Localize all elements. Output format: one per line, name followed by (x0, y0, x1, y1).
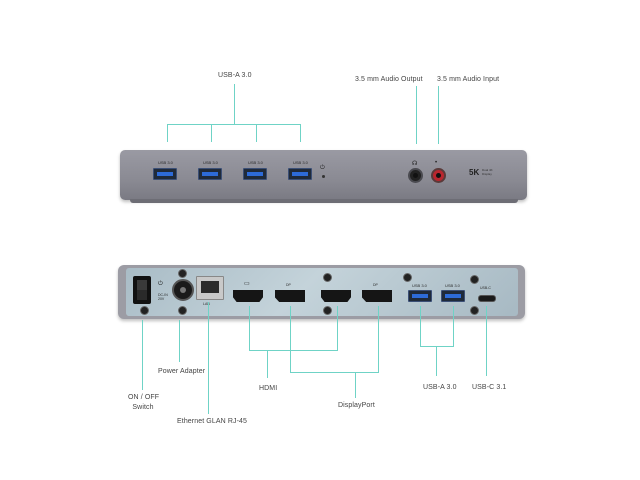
leader-line (337, 306, 338, 350)
leader-line (142, 320, 143, 390)
leader-line (179, 320, 180, 362)
leader-line (290, 372, 379, 373)
brand-5k-logo: 5K (469, 168, 480, 177)
displayport-port-1 (275, 290, 305, 302)
leader-line (420, 306, 421, 346)
hdmi-label: HDMI (259, 385, 278, 392)
port-tag: USB 3.0 (293, 160, 308, 165)
leader-line (208, 302, 209, 414)
front-usb-port-2 (198, 168, 222, 180)
leader-line (167, 124, 168, 142)
front-usb-port-1 (153, 168, 177, 180)
port-tag: LAN (203, 302, 210, 306)
leader-line (234, 84, 235, 124)
usb-c-label: USB-C 3.1 (472, 384, 507, 391)
audio-output-label: 3.5 mm Audio Output (355, 76, 423, 83)
screw (470, 275, 479, 284)
hdmi-icon: ▭ (244, 281, 250, 287)
ethernet-port (196, 276, 224, 300)
port-tag: USB 3.0 (203, 160, 218, 165)
port-tag: USB 3.0 (248, 160, 263, 165)
leader-line (290, 306, 291, 372)
displayport-port-2 (362, 290, 392, 302)
leader-line (300, 124, 301, 142)
power-icon: ⏻ (158, 281, 163, 287)
screw (470, 306, 479, 315)
leader-line (267, 350, 268, 378)
hdmi-port-2 (321, 290, 351, 302)
front-usb-port-4 (288, 168, 312, 180)
power-led (322, 175, 325, 178)
power-icon: ⏻ (320, 165, 325, 171)
leader-line (416, 86, 417, 144)
front-usb-port-3 (243, 168, 267, 180)
ethernet-label: Ethernet GLAN RJ-45 (177, 418, 247, 425)
port-tag: USB-C (480, 286, 491, 290)
displayport-label: DisplayPort (338, 402, 375, 409)
dock-front-trim (130, 199, 518, 203)
screw (323, 273, 332, 282)
leader-line (420, 346, 454, 347)
audio-input-label: 3.5 mm Audio Input (437, 76, 500, 83)
screw (403, 273, 412, 282)
leader-line (436, 346, 437, 376)
power-switch-label: ON / OFF Switch (128, 393, 160, 413)
power-adapter-label: Power Adapter (158, 368, 206, 375)
brand-subtitle: Dual 4K Display (482, 168, 493, 176)
leader-line (249, 350, 338, 351)
rear-usb-port-2 (441, 290, 465, 302)
screw (178, 269, 187, 278)
port-tag: USB 3.0 (158, 160, 173, 165)
leader-line (378, 306, 379, 372)
leader-line (249, 306, 250, 350)
port-tag: USB 3.0 (412, 283, 427, 288)
rear-usb-port-1 (408, 290, 432, 302)
leader-line (355, 372, 356, 398)
power-switch-label-line2: Switch (132, 404, 154, 411)
port-tag: DP (373, 283, 378, 287)
screw (140, 306, 149, 315)
port-tag: DP (286, 283, 291, 287)
front-usb-label: USB-A 3.0 (218, 72, 252, 79)
dc-power-jack (172, 279, 194, 301)
rear-usb-label: USB-A 3.0 (423, 384, 457, 391)
audio-output-jack (408, 168, 423, 183)
usb-c-port (478, 295, 496, 302)
leader-line (167, 124, 301, 125)
leader-line (453, 306, 454, 346)
leader-line (438, 86, 439, 144)
leader-line (211, 124, 212, 142)
screw (178, 306, 187, 315)
port-tag: USB 3.0 (445, 283, 460, 288)
port-tag: DC-IN 20V (158, 293, 168, 301)
leader-line (486, 306, 487, 376)
headphone-icon: ☊ (412, 161, 418, 167)
audio-input-jack (431, 168, 446, 183)
microphone-icon: • (435, 160, 438, 166)
screw (323, 306, 332, 315)
power-switch-label-line1: ON / OFF (128, 394, 160, 401)
power-switch (133, 276, 151, 304)
leader-line (256, 124, 257, 142)
hdmi-port-1 (233, 290, 263, 302)
